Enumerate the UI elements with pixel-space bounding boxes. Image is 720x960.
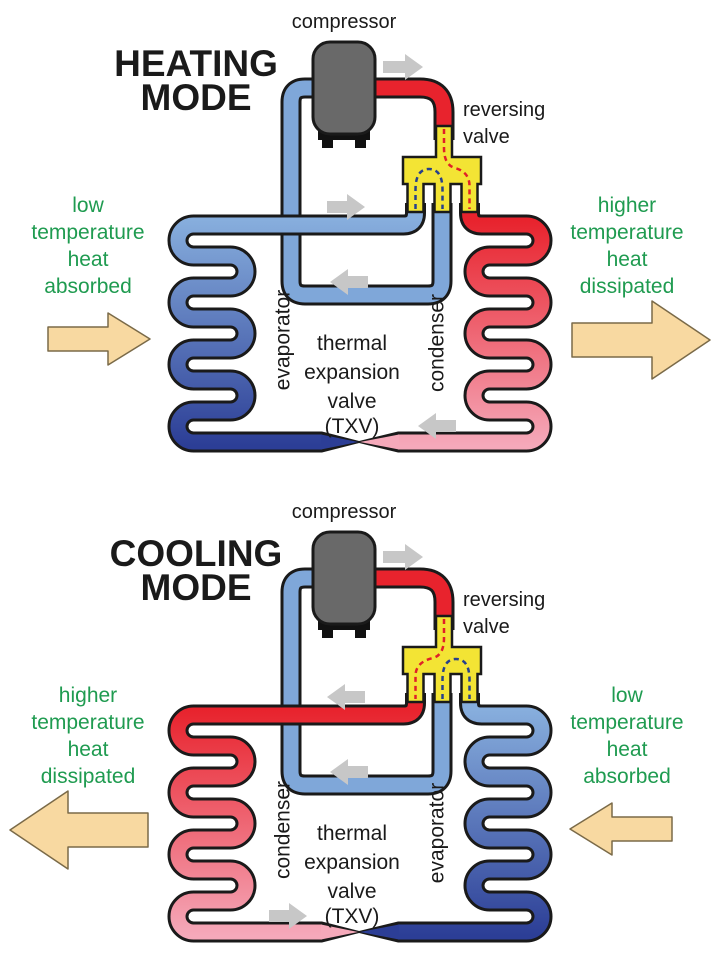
heat-output-arrow-icon — [571, 300, 711, 380]
flow-arrow-right-icon — [269, 903, 307, 929]
reversing-valve-label-line1: reversing — [463, 99, 545, 121]
compressor-foot-right — [355, 139, 366, 148]
left-side-text-line1: low — [72, 194, 104, 217]
valve-hot-path-dashed — [442, 129, 471, 209]
txv-label-line3: valve — [327, 390, 376, 413]
compressor-foot-right — [355, 629, 366, 638]
reversing-valve-body — [401, 614, 483, 704]
txv-label-line4: (TXV) — [325, 415, 380, 438]
condenser-coil — [170, 693, 423, 940]
discharge-pipe — [372, 80, 452, 140]
compressor-icon — [311, 40, 377, 148]
reversing-valve-label-line2: valve — [463, 126, 510, 148]
left-side-text-line3: heat — [68, 738, 109, 761]
compressor-body — [311, 40, 377, 136]
heating-mode-diagram: HEATING MODE compressor reversing valve … — [31, 11, 711, 453]
flow-arrow-left-icon — [418, 413, 456, 439]
right-side-text-line1: higher — [598, 194, 656, 217]
txv-label-line2: expansion — [304, 851, 400, 874]
left-side-text-line4: absorbed — [44, 275, 132, 298]
evaporator-coil — [398, 693, 550, 940]
txv-label-line1: thermal — [317, 332, 387, 355]
flow-arrow-right-icon — [383, 54, 423, 80]
txv-label-line3: valve — [327, 880, 376, 903]
right-side-text-line3: heat — [607, 738, 648, 761]
left-side-text-line1: higher — [59, 684, 117, 707]
left-coil-label: condenser — [271, 781, 294, 879]
txv-taper-right — [360, 434, 399, 450]
discharge-pipe — [372, 570, 452, 630]
left-side-text-line2: temperature — [31, 711, 144, 734]
compressor-body — [311, 530, 377, 626]
flow-arrow-right-icon — [327, 194, 365, 220]
valve-suction-path-dashed — [414, 167, 444, 209]
compressor-foot-left — [322, 629, 333, 638]
right-side-text-line4: dissipated — [580, 275, 675, 298]
left-side-text-line2: temperature — [31, 221, 144, 244]
mode-title-line1: COOLING — [110, 533, 283, 574]
right-coil-label: condenser — [425, 294, 448, 392]
evaporator-coil — [170, 203, 423, 450]
txv-label-line2: expansion — [304, 361, 400, 384]
reversing-valve-label-line2: valve — [463, 616, 510, 638]
right-coil-label: evaporator — [425, 783, 448, 883]
heat-input-arrow-icon — [569, 802, 673, 856]
reversing-valve-icon — [401, 124, 483, 214]
compressor-label: compressor — [292, 11, 397, 33]
txv-taper-right — [360, 924, 399, 940]
compressor-label: compressor — [292, 501, 397, 523]
left-side-text-line3: heat — [68, 248, 109, 271]
mode-title-line2: MODE — [141, 77, 252, 118]
txv-label-line4: (TXV) — [325, 905, 380, 928]
compressor-icon — [311, 530, 377, 638]
suction-pipe — [283, 570, 450, 793]
txv-taper-left — [321, 434, 358, 450]
reversing-valve-label-line1: reversing — [463, 589, 545, 611]
heat-output-arrow-icon — [9, 790, 149, 870]
reversing-valve-body — [401, 124, 483, 214]
txv-label-line1: thermal — [317, 822, 387, 845]
valve-hot-path-dashed — [414, 619, 446, 699]
right-side-text-line2: temperature — [570, 711, 683, 734]
right-side-text-line2: temperature — [570, 221, 683, 244]
valve-suction-path-dashed — [441, 657, 471, 699]
condenser-coil — [398, 203, 550, 450]
flow-arrow-left-icon — [330, 759, 368, 785]
right-side-text-line4: absorbed — [583, 765, 671, 788]
compressor-foot-left — [322, 139, 333, 148]
cooling-mode-diagram: COOLING MODE compressor reversing valve … — [9, 501, 684, 943]
suction-pipe — [283, 80, 450, 303]
right-side-text-line3: heat — [607, 248, 648, 271]
flow-arrow-right-icon — [383, 544, 423, 570]
right-side-text-line1: low — [611, 684, 643, 707]
mode-title-line2: MODE — [141, 567, 252, 608]
flow-arrow-left-icon — [330, 269, 368, 295]
mode-title-line1: HEATING — [114, 43, 278, 84]
left-coil-label: evaporator — [271, 290, 294, 390]
flow-arrow-left-icon — [327, 684, 365, 710]
left-side-text-line4: dissipated — [41, 765, 136, 788]
reversing-valve-icon — [401, 614, 483, 704]
txv-taper-left — [321, 924, 358, 940]
heat-input-arrow-icon — [47, 312, 151, 366]
